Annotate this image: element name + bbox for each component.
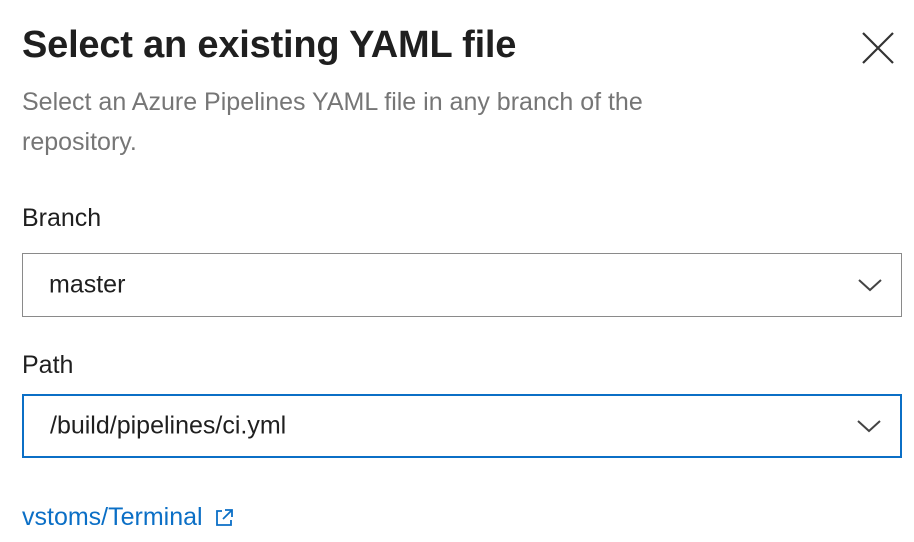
dialog-description: Select an Azure Pipelines YAML file in a… — [22, 88, 643, 156]
repository-link-text: vstoms/Terminal — [22, 503, 203, 531]
branch-label: Branch — [22, 204, 102, 232]
repository-link[interactable]: vstoms/Terminal — [22, 503, 235, 532]
path-dropdown-value: /build/pipelines/ci.yml — [50, 411, 287, 440]
external-link-icon — [213, 507, 235, 529]
path-dropdown[interactable]: /build/pipelines/ci.yml — [22, 394, 902, 458]
close-icon — [858, 28, 898, 68]
close-button[interactable] — [858, 28, 898, 68]
branch-dropdown-value: master — [49, 270, 126, 299]
chevron-down-icon — [856, 418, 882, 434]
dialog-title: Select an existing YAML file — [22, 24, 517, 66]
path-label: Path — [22, 351, 74, 379]
chevron-down-icon — [857, 277, 883, 293]
branch-dropdown[interactable]: master — [22, 253, 902, 317]
